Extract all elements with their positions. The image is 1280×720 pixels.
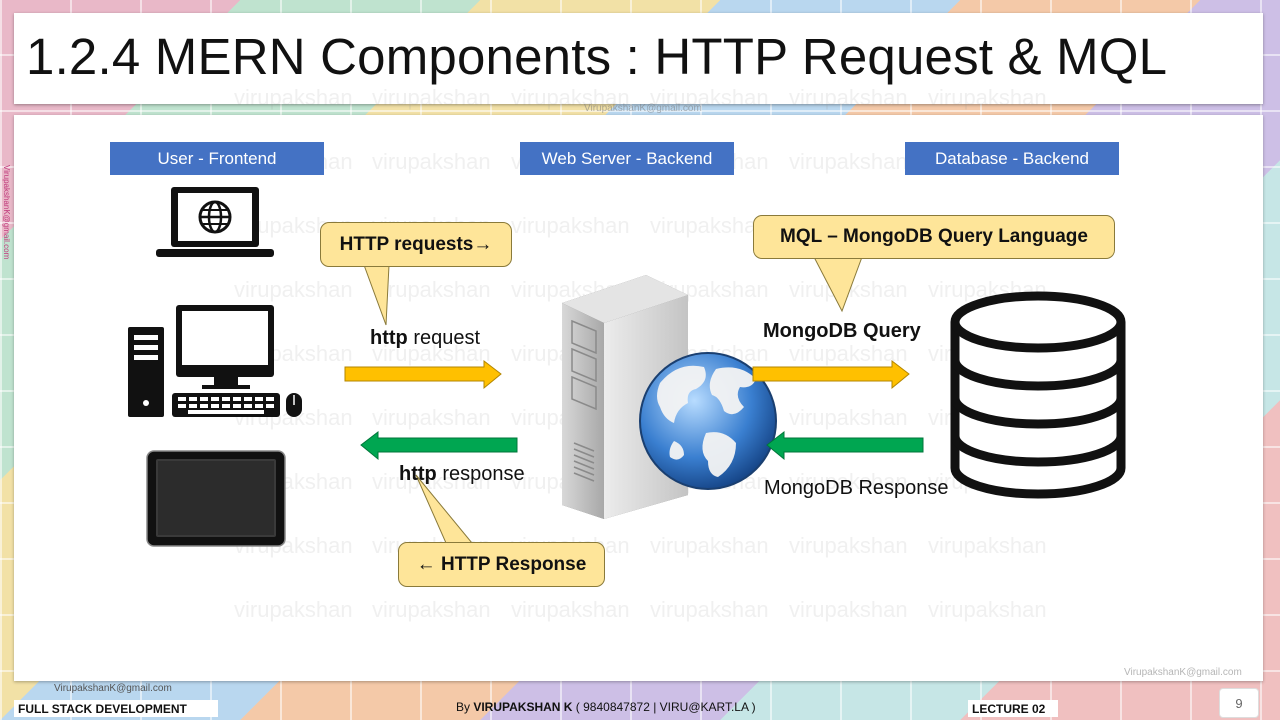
http-response-label: http response — [399, 463, 525, 485]
mongodb-query-arrow — [752, 359, 910, 390]
header-database-backend: Database - Backend — [905, 142, 1119, 175]
web-server-icon — [562, 275, 777, 519]
database-icon — [950, 291, 1126, 499]
mql-callout: MQL – MongoDB Query Language — [753, 215, 1115, 259]
footer-email-watermark: VirupakshanK@gmail.com — [54, 683, 172, 694]
callout-tails — [363, 256, 863, 544]
http-request-arrow — [344, 359, 502, 390]
http-response-callout: ← HTTP Response — [398, 542, 605, 587]
slide-title: 1.2.4 MERN Components : HTTP Request & M… — [26, 28, 1168, 85]
mongodb-response-label: MongoDB Response — [764, 477, 949, 499]
desktop-computer-icon — [128, 305, 302, 417]
mongodb-query-label: MongoDB Query — [763, 320, 921, 342]
title-bar: 1.2.4 MERN Components : HTTP Request & M… — [14, 13, 1263, 104]
laptop-icon — [156, 187, 274, 257]
footer-author: By VIRUPAKSHAN K ( 9840847872 | VIRU@KAR… — [456, 700, 756, 714]
email-watermark: VirupakshanK@gmail.com — [1124, 667, 1242, 678]
mongodb-response-arrow — [766, 430, 924, 461]
http-response-arrow — [360, 430, 518, 461]
http-requests-callout: HTTP requests→ — [320, 222, 512, 267]
email-watermark: VirupakshanK@gmail.com — [584, 103, 702, 114]
footer-lecture: LECTURE 02 — [968, 700, 1058, 717]
http-request-label: http request — [370, 327, 481, 349]
page-number: 9 — [1219, 688, 1259, 718]
footer-course: FULL STACK DEVELOPMENT — [14, 700, 218, 717]
header-web-server-backend: Web Server - Backend — [520, 142, 734, 175]
tablet-icon — [146, 450, 286, 547]
header-user-frontend: User - Frontend — [110, 142, 324, 175]
side-email-watermark: VirupakshanK@gmail.com — [2, 165, 11, 260]
